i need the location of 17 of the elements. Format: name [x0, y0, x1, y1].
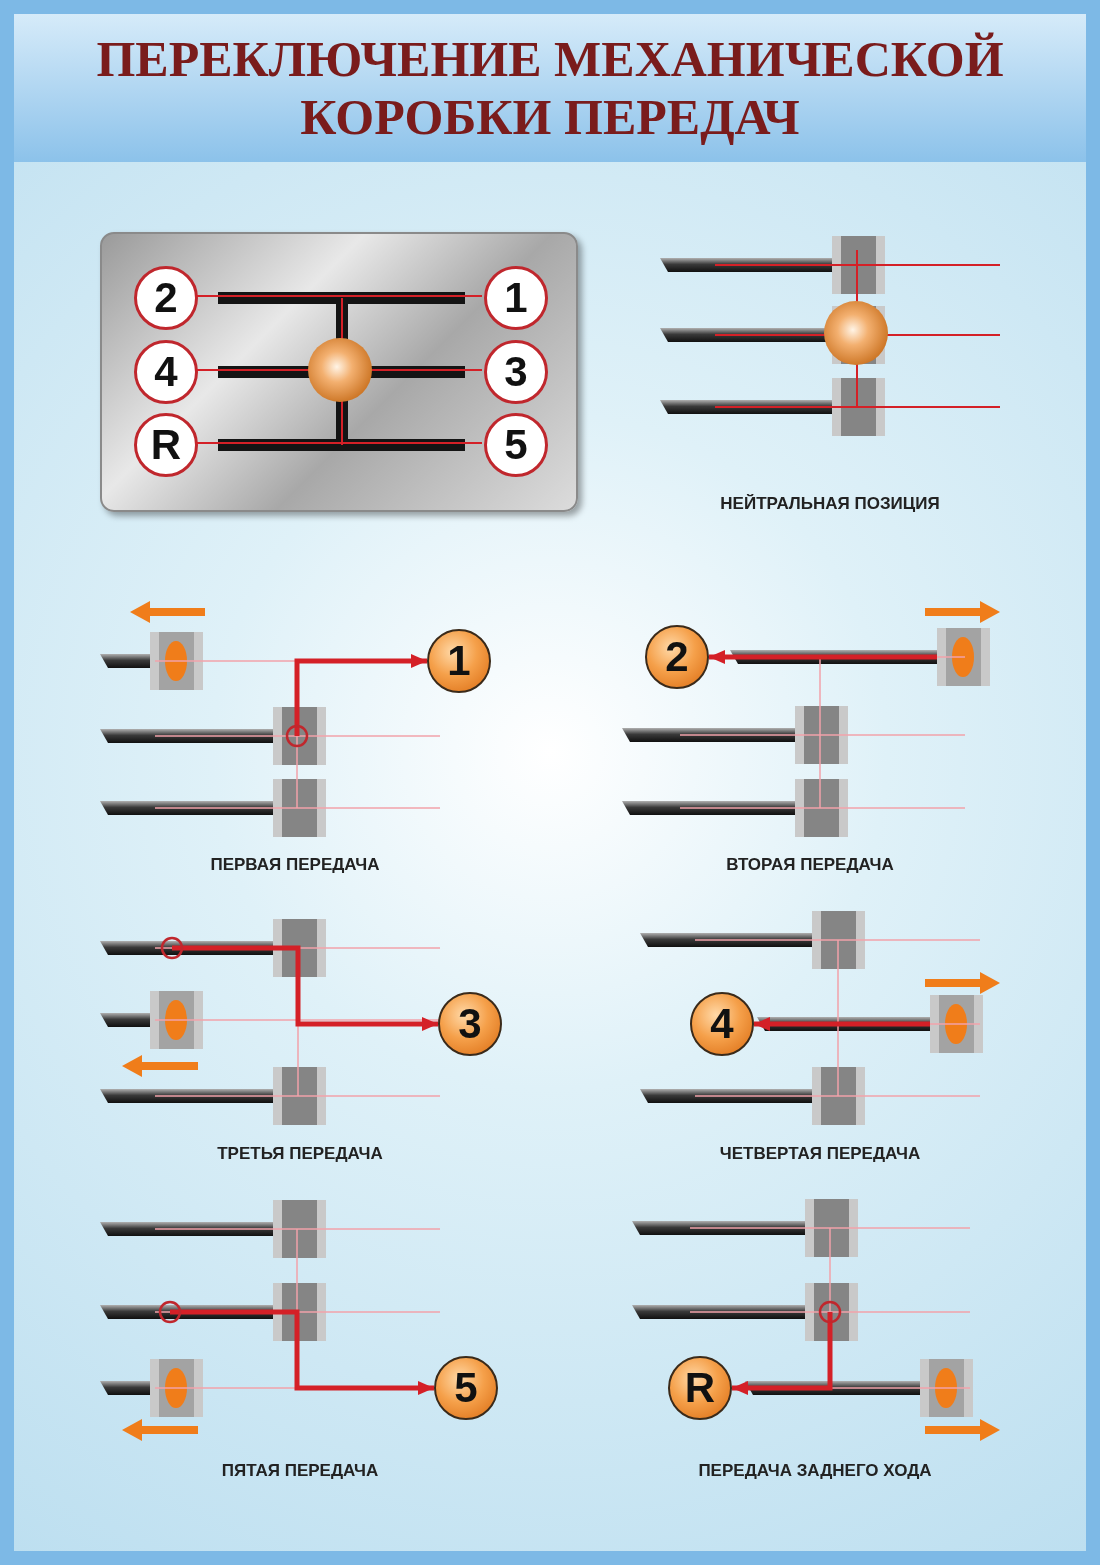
caption: НЕЙТРАЛЬНАЯ ПОЗИЦИЯ	[719, 493, 941, 515]
shift-path-arrow	[294, 654, 427, 736]
caption: ТРЕТЬЯ ПЕРЕДАЧА	[216, 1143, 384, 1165]
shift-path-arrow	[709, 650, 937, 664]
title: ПЕРЕКЛЮЧЕНИЕ МЕХАНИЧЕСКОЙ КОРОБКИ ПЕРЕДАЧ	[95, 30, 1005, 146]
connector-line	[195, 442, 483, 444]
caption: ПЯТАЯ ПЕРЕДАЧА	[220, 1460, 380, 1482]
shift-path-arrow	[754, 1017, 930, 1031]
shift-path-arrow	[170, 1309, 434, 1395]
shift-path-arrow	[732, 1312, 833, 1395]
caption: ЧЕТВЕРТАЯ ПЕРЕДАЧА	[718, 1143, 922, 1165]
caption: ВТОРАЯ ПЕРЕДАЧА	[725, 854, 895, 876]
shift-pattern-plate	[100, 232, 578, 512]
shift-path-arrow	[172, 945, 438, 1031]
connector-line	[195, 295, 483, 297]
caption: ПЕРЕДАЧА ЗАДНЕГО ХОДА	[697, 1460, 933, 1482]
caption: ПЕРВАЯ ПЕРЕДАЧА	[209, 854, 381, 876]
